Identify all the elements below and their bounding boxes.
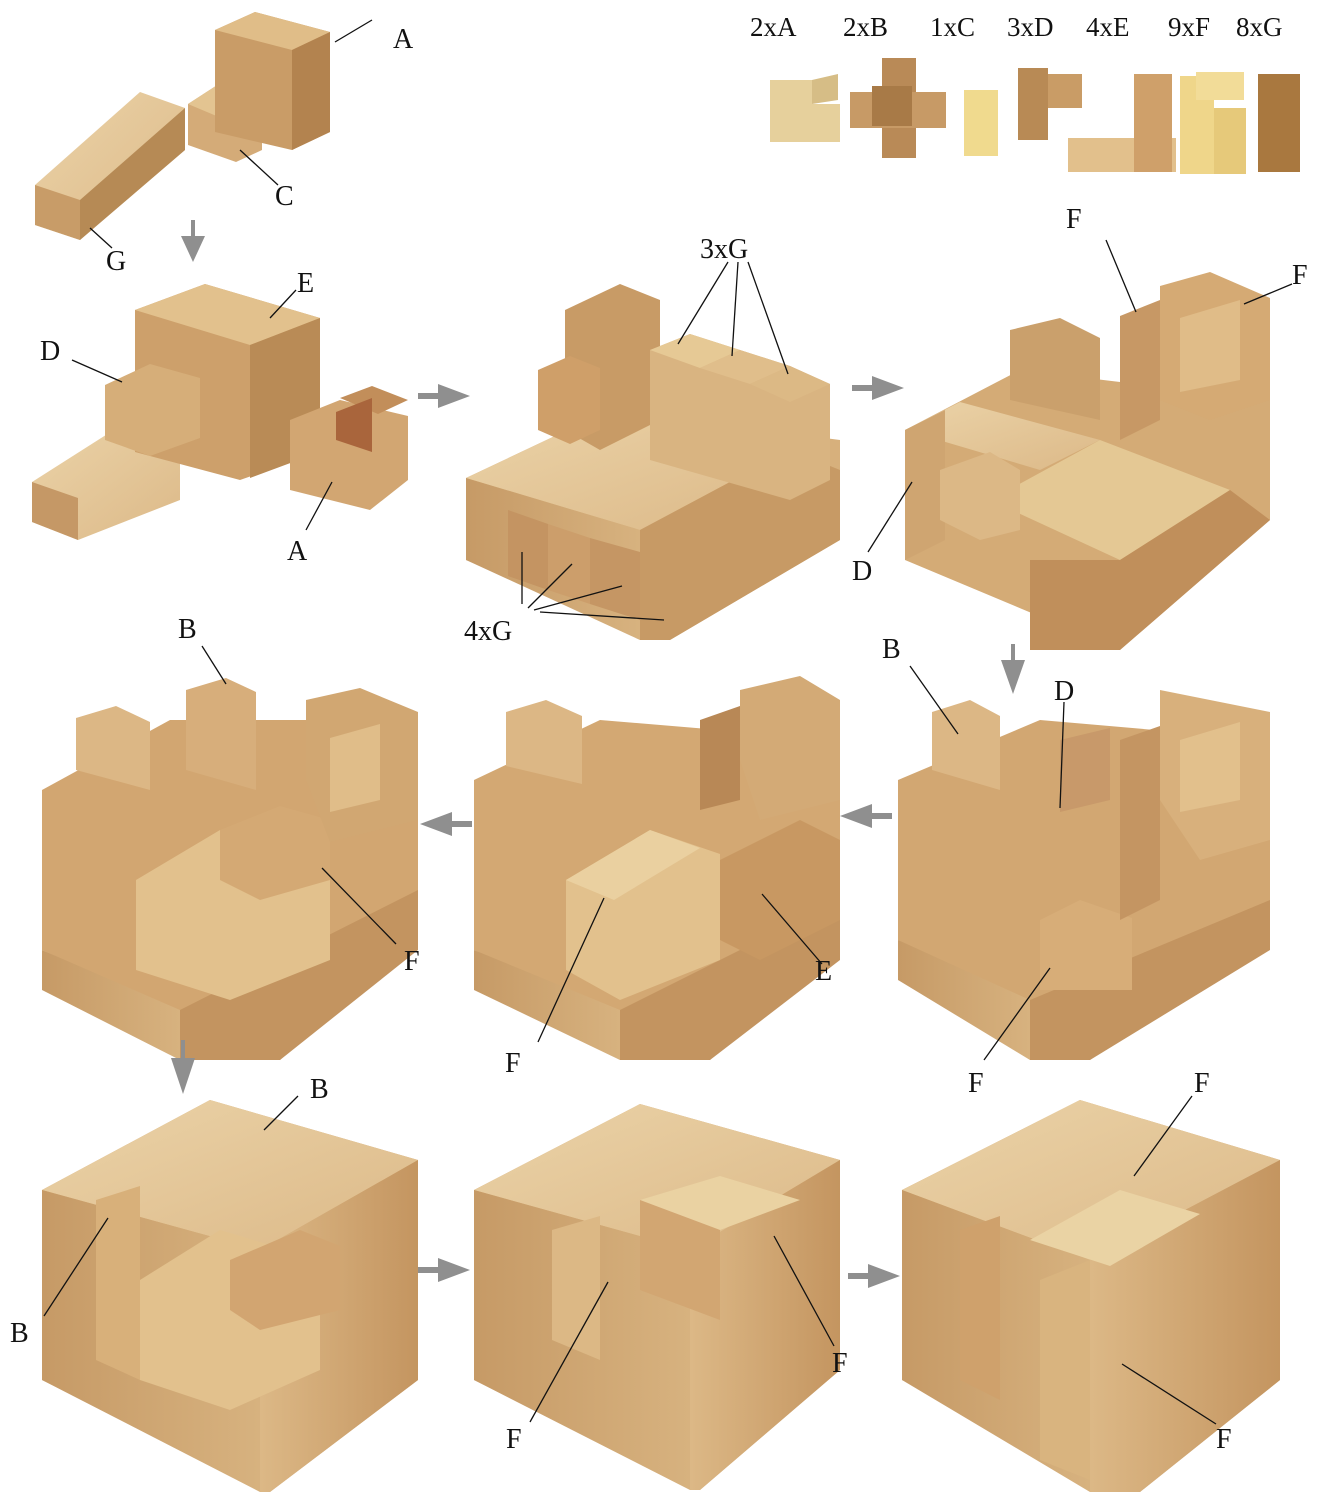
arrow-right-1 — [418, 384, 470, 408]
label-a-photo1: A — [393, 24, 414, 55]
arrow-left-2 — [420, 812, 472, 836]
label-f2-photo4: F — [1292, 260, 1308, 291]
label-f-photo5: F — [404, 946, 420, 977]
label-a-photo2: A — [287, 536, 308, 567]
label-f2-photo9: F — [832, 1348, 848, 1379]
legend-label-d: 3xD — [1007, 12, 1054, 42]
step-7-photo — [42, 678, 418, 1060]
label-d-photo2: D — [40, 336, 60, 367]
step-9-photo — [474, 1104, 840, 1490]
leader-g-photo1 — [90, 228, 112, 248]
label-b1-photo8: B — [310, 1074, 329, 1105]
label-g-photo1: G — [106, 246, 126, 277]
label-f1-photo4: F — [1066, 204, 1082, 235]
piece-c-photo — [964, 90, 998, 156]
step-2-photo — [32, 284, 408, 540]
arrow-right-2 — [852, 376, 904, 400]
leader-c-photo1 — [240, 150, 278, 185]
leader-3xg-a — [678, 262, 728, 344]
label-e-photo2: E — [297, 268, 314, 299]
label-b-photo5: B — [178, 614, 197, 645]
piece-g-photo — [1258, 74, 1300, 172]
piece-b-photo — [850, 58, 946, 158]
label-3xg-photo3: 3xG — [700, 234, 748, 265]
leader-3xg-b — [732, 262, 738, 356]
legend-label-g: 8xG — [1236, 12, 1283, 42]
label-d-photo7: D — [1054, 676, 1074, 707]
arrow-right-3 — [418, 1258, 470, 1282]
step-8-photo — [42, 1100, 418, 1492]
label-f1-photo9: F — [506, 1424, 522, 1455]
leader-d-photo2 — [72, 360, 122, 382]
label-f-photo7: F — [968, 1068, 984, 1099]
legend-label-e: 4xE — [1086, 12, 1130, 42]
piece-f-photo — [1180, 72, 1246, 174]
step-6-photo — [474, 676, 840, 1060]
step-4-photo — [905, 272, 1270, 650]
legend-label-a: 2xA — [750, 12, 797, 42]
label-b-photo7: B — [882, 634, 901, 665]
piece-e-photo — [1068, 74, 1176, 172]
piece-legend: 2xA 2xB 1xC 3xD 4xE 9xF 8xG — [750, 12, 1300, 174]
label-4xg-photo3: 4xG — [464, 616, 512, 647]
label-f1-photo10: F — [1194, 1068, 1210, 1099]
legend-label-c: 1xC — [930, 12, 975, 42]
leader-a-photo1 — [335, 20, 372, 42]
label-f-photo6: F — [505, 1048, 521, 1079]
legend-label-f: 9xF — [1168, 12, 1210, 42]
label-c-photo1: C — [275, 181, 294, 212]
leader-f1-photo4 — [1106, 240, 1136, 312]
label-d-photo4: D — [852, 556, 872, 587]
arrow-right-4 — [848, 1264, 900, 1288]
piece-d-photo — [1018, 68, 1082, 140]
arrow-down-2 — [1001, 644, 1025, 694]
label-f2-photo10: F — [1216, 1424, 1232, 1455]
arrow-left-1 — [840, 804, 892, 828]
label-e-photo6: E — [815, 956, 832, 987]
step-5-photo — [898, 690, 1270, 1060]
legend-label-b: 2xB — [843, 12, 888, 42]
piece-a-photo — [770, 74, 840, 142]
leader-b-photo5 — [202, 646, 226, 684]
arrow-down-1 — [181, 220, 205, 262]
label-b2-photo8: B — [10, 1318, 29, 1349]
